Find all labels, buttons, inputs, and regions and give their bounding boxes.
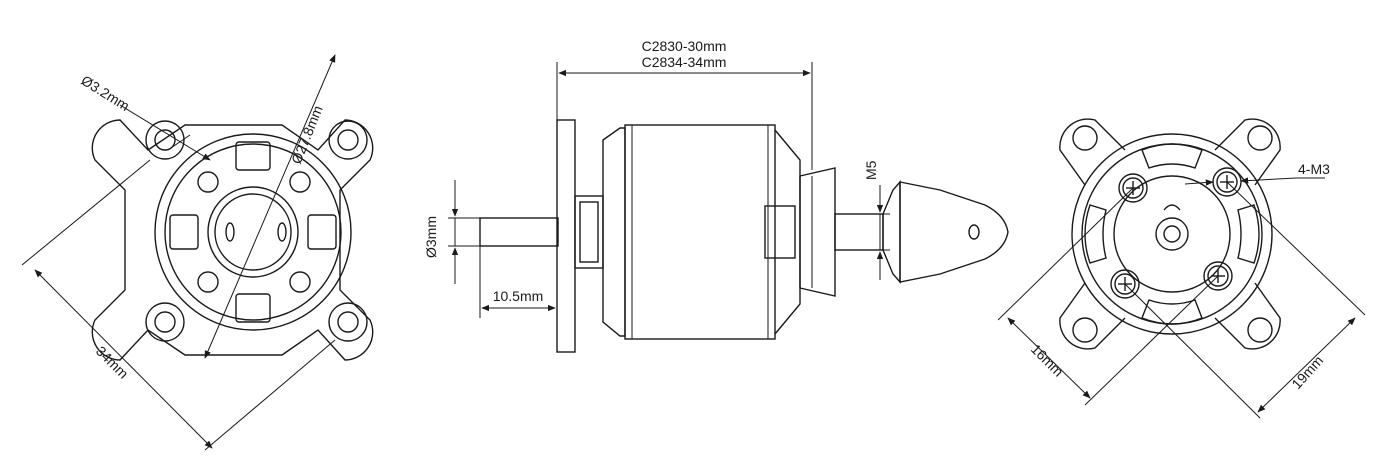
rear-ear-tr [1214, 118, 1281, 186]
side-prop-adapter-base [799, 167, 836, 297]
front-view: Ø3.2mm Ø27.8mm 34mm [21, 54, 374, 451]
rear-vent-left [1084, 204, 1107, 264]
rear-inner-plate [1113, 175, 1231, 293]
side-view: C2830-30mm C2834-34mm Ø3mm [423, 38, 1009, 353]
side-mount-flange [556, 119, 576, 353]
rear-screw-leader [1240, 177, 1297, 184]
rear-shaft-boss [1155, 217, 1189, 251]
front-mount-span-line [34, 269, 213, 449]
side-rear-collar [764, 205, 796, 259]
rear-ear-tl [1059, 118, 1126, 186]
rear-screw-label: 4-M3 [1298, 161, 1330, 177]
front-body-dia-line [204, 54, 336, 359]
ear-hole-br [328, 302, 368, 342]
rear-span-a-label: 16mm [1028, 341, 1067, 380]
rear-vent-bottom [1141, 299, 1203, 325]
side-bell-taper [774, 129, 801, 335]
front-slot-left [169, 214, 199, 250]
rear-span-b-label: 19mm [1288, 352, 1326, 392]
front-slot-bottom [235, 293, 271, 323]
front-hole-dia-label: Ø3.2mm [78, 72, 132, 114]
ear-hole-bl [145, 302, 185, 342]
rear-span-a-line [1007, 317, 1091, 399]
rear-ear-br [1214, 282, 1281, 350]
side-collar [574, 195, 604, 269]
shaft-length-label: 10.5mm [493, 288, 544, 304]
length-label-2: C2834-34mm [642, 54, 727, 70]
front-slot-top [235, 141, 271, 171]
length-label-1: C2830-30mm [642, 38, 727, 54]
rear-view: 4-M3 16mm 19mm [997, 118, 1366, 419]
side-shaft-left [479, 217, 559, 247]
side-spinner-nut [899, 181, 1009, 283]
front-mount-span-label: 34mm [93, 343, 132, 382]
ear-hole-tl [145, 120, 185, 160]
rear-span-b-line [1257, 317, 1356, 413]
side-bell [624, 124, 776, 340]
front-body-outline [154, 133, 352, 331]
side-stator-front [602, 127, 626, 337]
front-slot-right [307, 214, 337, 250]
thread-label: M5 [863, 160, 879, 180]
front-hub [207, 186, 299, 278]
front-hole-dia-leader [119, 104, 211, 161]
ear-hole-tr [328, 120, 368, 160]
front-screw-hole [197, 171, 219, 193]
rear-body-outline [1071, 133, 1273, 335]
side-shaft-right [834, 213, 884, 251]
front-body-dia-label: Ø27.8mm [288, 103, 326, 166]
rear-clip [1163, 204, 1181, 211]
rear-vent-right [1237, 204, 1260, 264]
front-screw-hole [289, 271, 311, 293]
shaft-dia-label: Ø3mm [423, 216, 439, 258]
front-screw-hole [197, 271, 219, 293]
front-screw-hole [289, 171, 311, 193]
rear-vent-top [1141, 143, 1203, 169]
